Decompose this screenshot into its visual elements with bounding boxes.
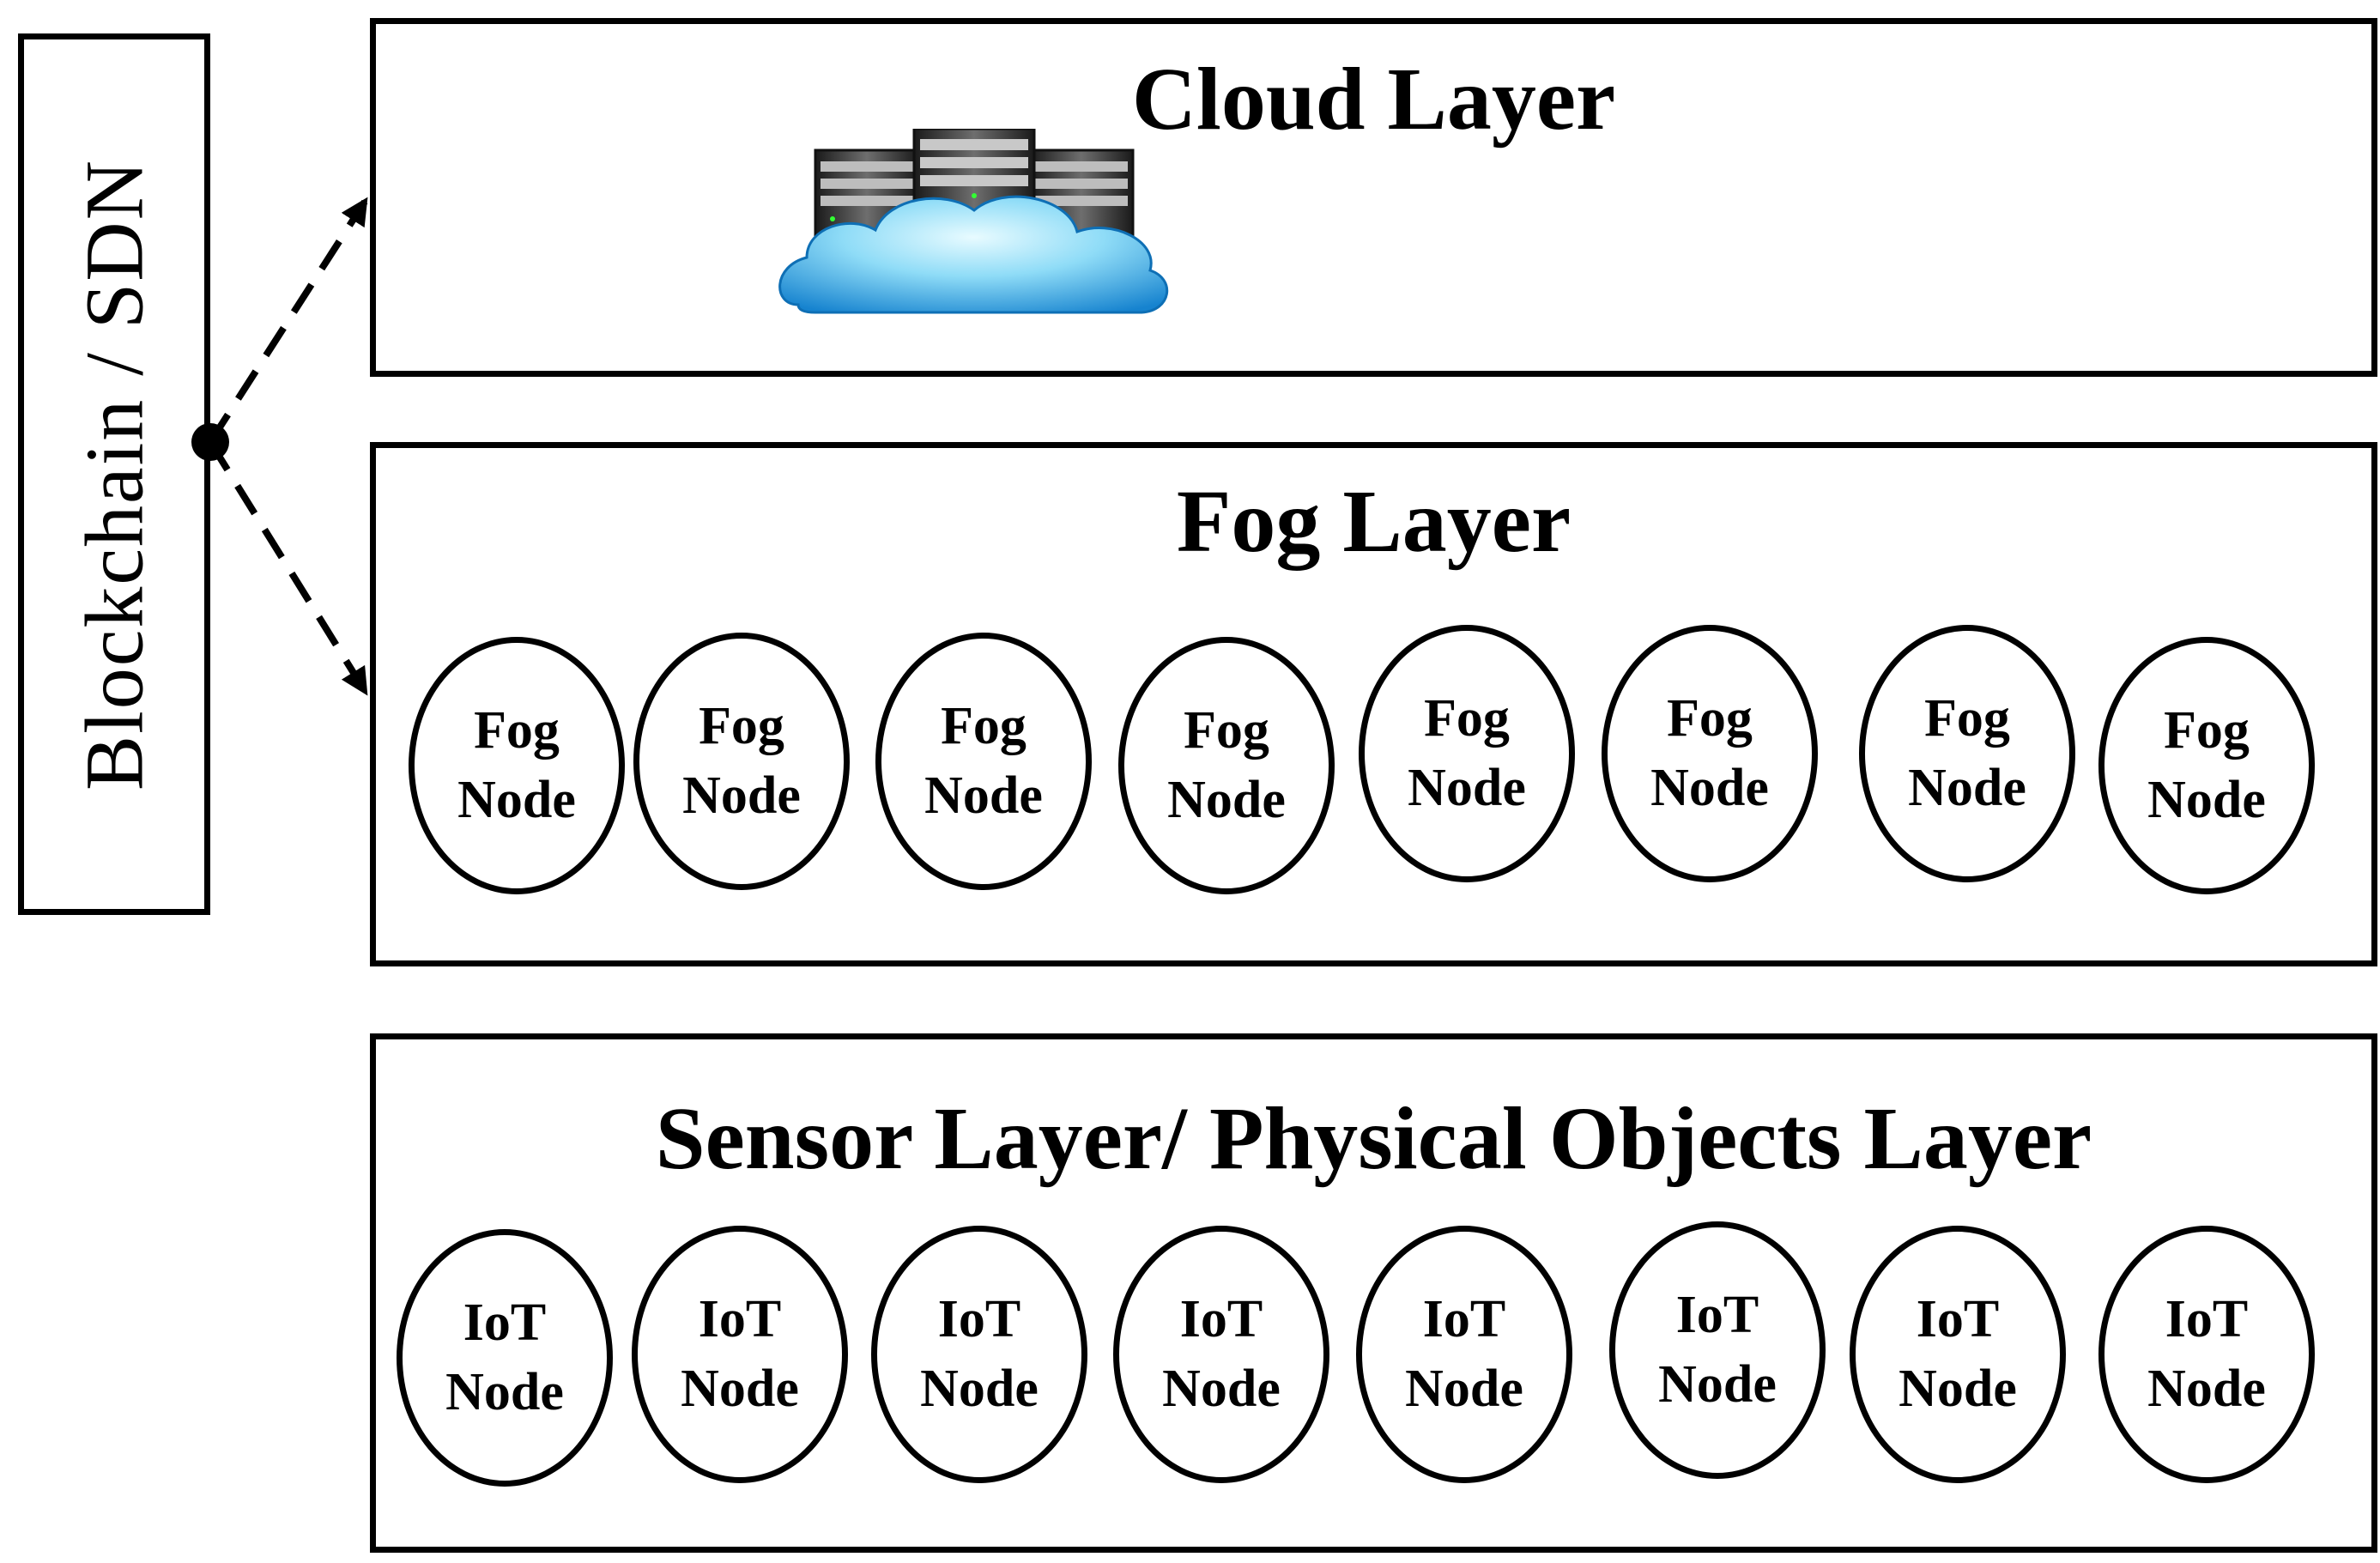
cloud-servers-icon <box>778 129 1169 314</box>
fog-layer-title: Fog Layer <box>1176 472 1572 571</box>
arrow-to-fog-layer <box>207 439 368 696</box>
cloud-layer: Cloud Layer <box>370 18 2377 377</box>
arrow-to-cloud-layer <box>207 197 368 445</box>
cloud-layer-title: Cloud Layer <box>1131 50 1616 148</box>
sensor-layer-title: Sensor Layer/ Physical Objects Layer <box>655 1089 2092 1188</box>
cloud-shape <box>778 195 1169 314</box>
blockchain-sdn-box: Blockchain / SDN <box>18 33 210 915</box>
blockchain-sdn-label: Blockchain / SDN <box>68 158 160 791</box>
